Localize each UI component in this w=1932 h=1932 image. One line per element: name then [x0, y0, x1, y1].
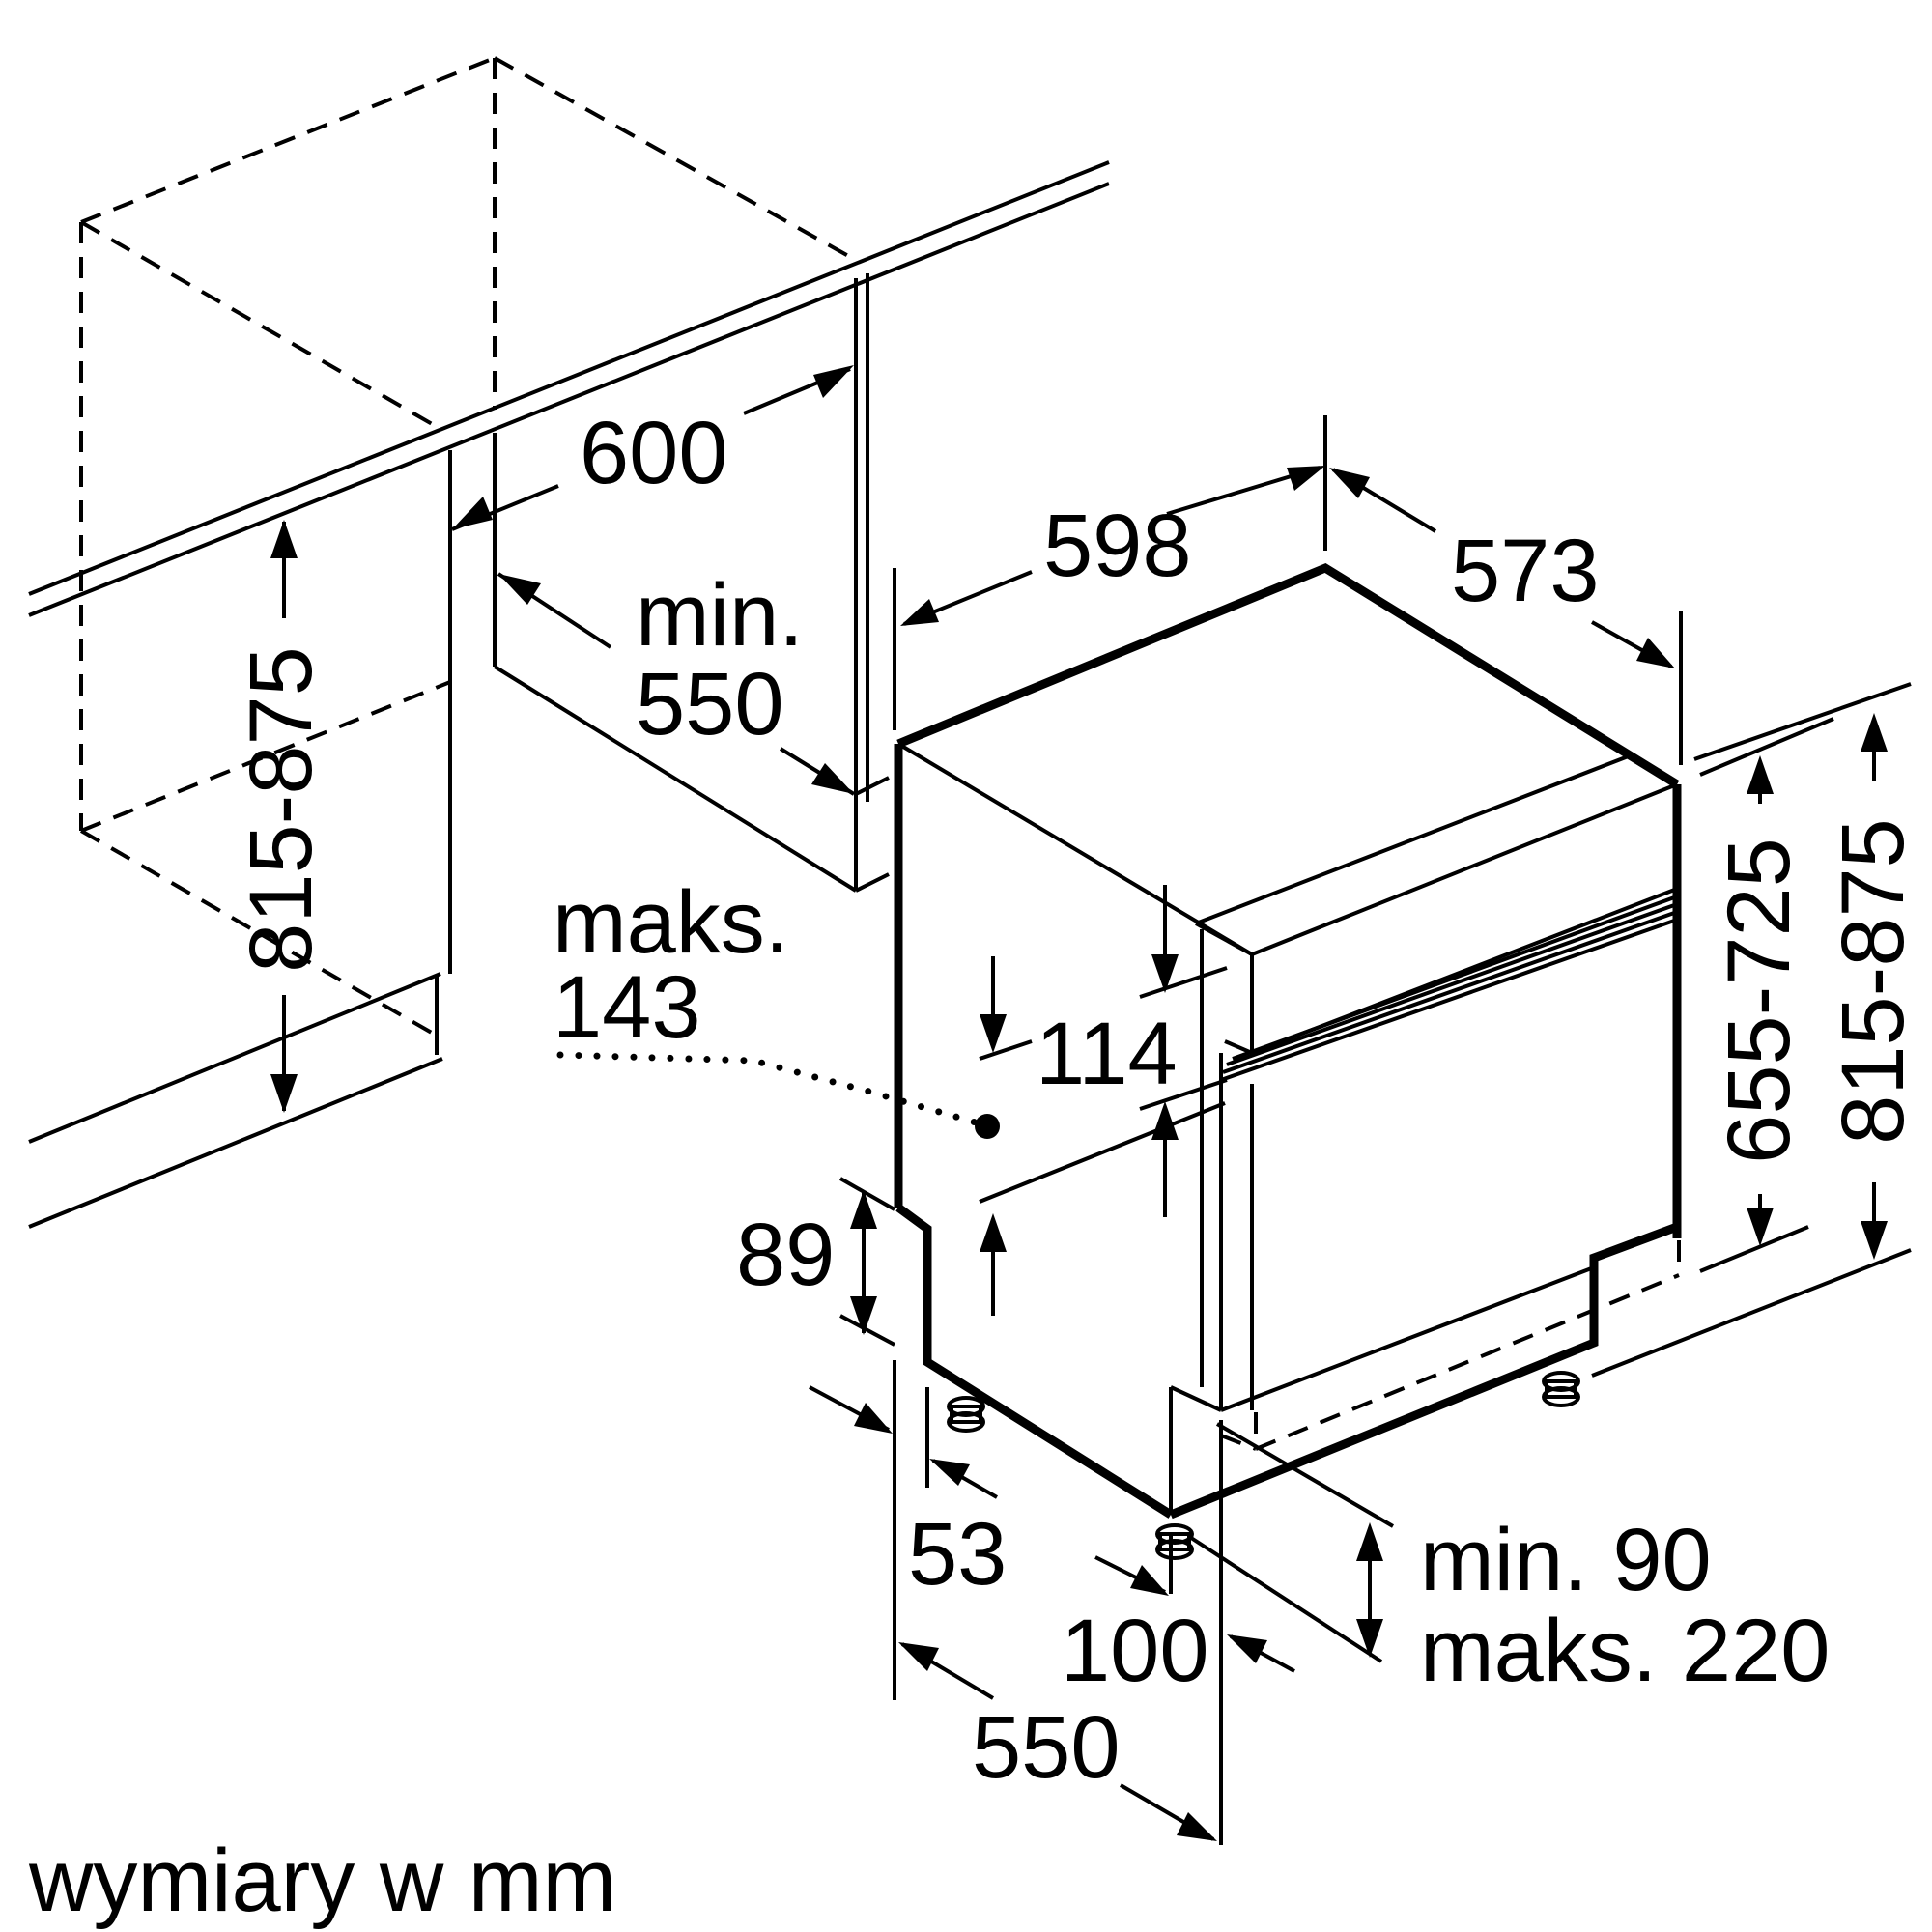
dim-815-875-right-label: 815-875	[1824, 818, 1922, 1145]
maks-143-reference-dot	[975, 1114, 1000, 1139]
dim-min-90-label: min. 90	[1420, 1511, 1712, 1609]
dim-min-label: min.	[636, 566, 804, 665]
dim-53-label: 53	[908, 1505, 1007, 1604]
dim-front-markers	[979, 956, 1226, 1316]
dim-100: 100	[1061, 1420, 1295, 1845]
dim-plinth-depth: min. 90 maks. 220	[1186, 1422, 1830, 1700]
dim-550-bottom: 550	[898, 1642, 1217, 1841]
dim-655-725-label: 655-725	[1710, 838, 1808, 1164]
dim-89: 89	[736, 1177, 895, 1347]
dim-114-label: 114	[1036, 1005, 1178, 1103]
dishwasher	[894, 562, 1682, 1560]
dim-815-875-left: 815-875	[232, 520, 330, 1113]
dim-655-725: 655-725	[1699, 717, 1834, 1273]
worktop	[28, 160, 1110, 617]
dim-maks-143: maks. 143	[553, 873, 1000, 1139]
dim-maks-label: maks.	[553, 873, 789, 972]
dim-815-875-right: 815-875	[1591, 682, 1922, 1378]
dim-598: 598	[893, 415, 1327, 730]
dim-573-label: 573	[1451, 522, 1600, 620]
dim-143-value: 143	[553, 958, 701, 1057]
niche-cabinet	[28, 273, 890, 1229]
dim-550-bottom-label: 550	[972, 1698, 1121, 1797]
dim-53: 53	[809, 1360, 1007, 1700]
dim-815-875-left-label: 815-875	[232, 646, 330, 973]
dim-min-550-value: 550	[636, 655, 784, 753]
dim-600: 600	[451, 365, 854, 531]
dim-573: 573	[1329, 468, 1683, 765]
dim-100-label: 100	[1061, 1602, 1209, 1700]
dim-600-label: 600	[580, 404, 728, 502]
dim-598-label: 598	[1043, 497, 1192, 595]
upper-cabinet-outline	[79, 56, 851, 1037]
units-caption: wymiary w mm	[28, 1832, 616, 1930]
dim-maks-220-label: maks. 220	[1420, 1602, 1830, 1700]
dim-min-550: min. 550	[497, 566, 856, 796]
dim-89-label: 89	[736, 1206, 835, 1304]
